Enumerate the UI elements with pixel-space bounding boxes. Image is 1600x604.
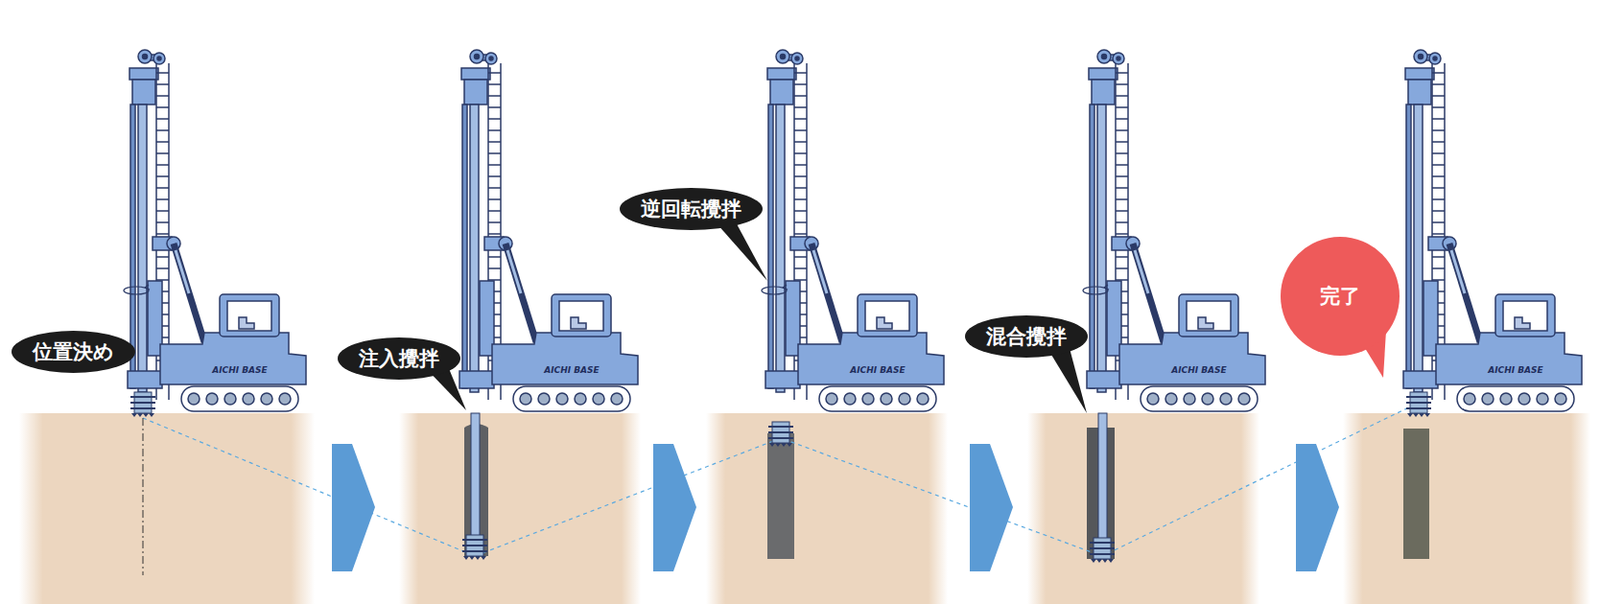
ground: [1027, 413, 1260, 604]
step-arrow: [969, 444, 1013, 572]
auger-bit: [130, 392, 156, 418]
callout-text: 位置決め: [32, 338, 115, 366]
rotation-mark: [761, 284, 788, 295]
center-line: [142, 418, 144, 576]
machine-brand: AICHI BASE: [211, 365, 267, 376]
soil-column: [1403, 428, 1430, 560]
pile-rig: [1403, 49, 1582, 412]
auger-rod: [470, 413, 480, 537]
ground: [19, 413, 315, 604]
soil-column: [767, 433, 795, 560]
machine-brand: AICHI BASE: [543, 365, 599, 376]
callout-text: 注入攪拌: [358, 345, 440, 373]
ground: [705, 413, 948, 604]
pile-rig: [127, 49, 306, 412]
callout-bubble: 逆回転攪拌: [619, 188, 763, 231]
rotation-mark: [123, 284, 150, 295]
pile-rig: [459, 49, 638, 412]
machine-brand: AICHI BASE: [849, 365, 905, 376]
step-arrow: [1295, 444, 1340, 572]
callout-bubble: 混合攪拌: [964, 315, 1088, 358]
callout-text: 混合攪拌: [986, 323, 1067, 351]
ground: [399, 413, 641, 604]
auger-rod: [1098, 413, 1107, 540]
step-arrow: [653, 444, 697, 572]
callout-text: 逆回転攪拌: [640, 195, 742, 223]
step-arrow: [331, 444, 376, 572]
auger-bit: [1089, 538, 1115, 564]
auger-bit: [462, 535, 488, 561]
machine-brand: AICHI BASE: [1487, 365, 1543, 376]
auger-bit: [768, 422, 794, 448]
callout-text: 完了: [1319, 282, 1361, 310]
ground: [1342, 413, 1591, 604]
callout-bubble: 位置決め: [11, 330, 136, 374]
machine-brand: AICHI BASE: [1171, 365, 1226, 376]
auger-bit: [1406, 392, 1432, 418]
rotation-mark: [1082, 284, 1109, 295]
pile-rig: [765, 49, 944, 412]
pile-rig: [1086, 49, 1266, 412]
callout-circle: 完了: [1280, 236, 1400, 356]
callout-bubble: 注入攪拌: [337, 337, 461, 380]
